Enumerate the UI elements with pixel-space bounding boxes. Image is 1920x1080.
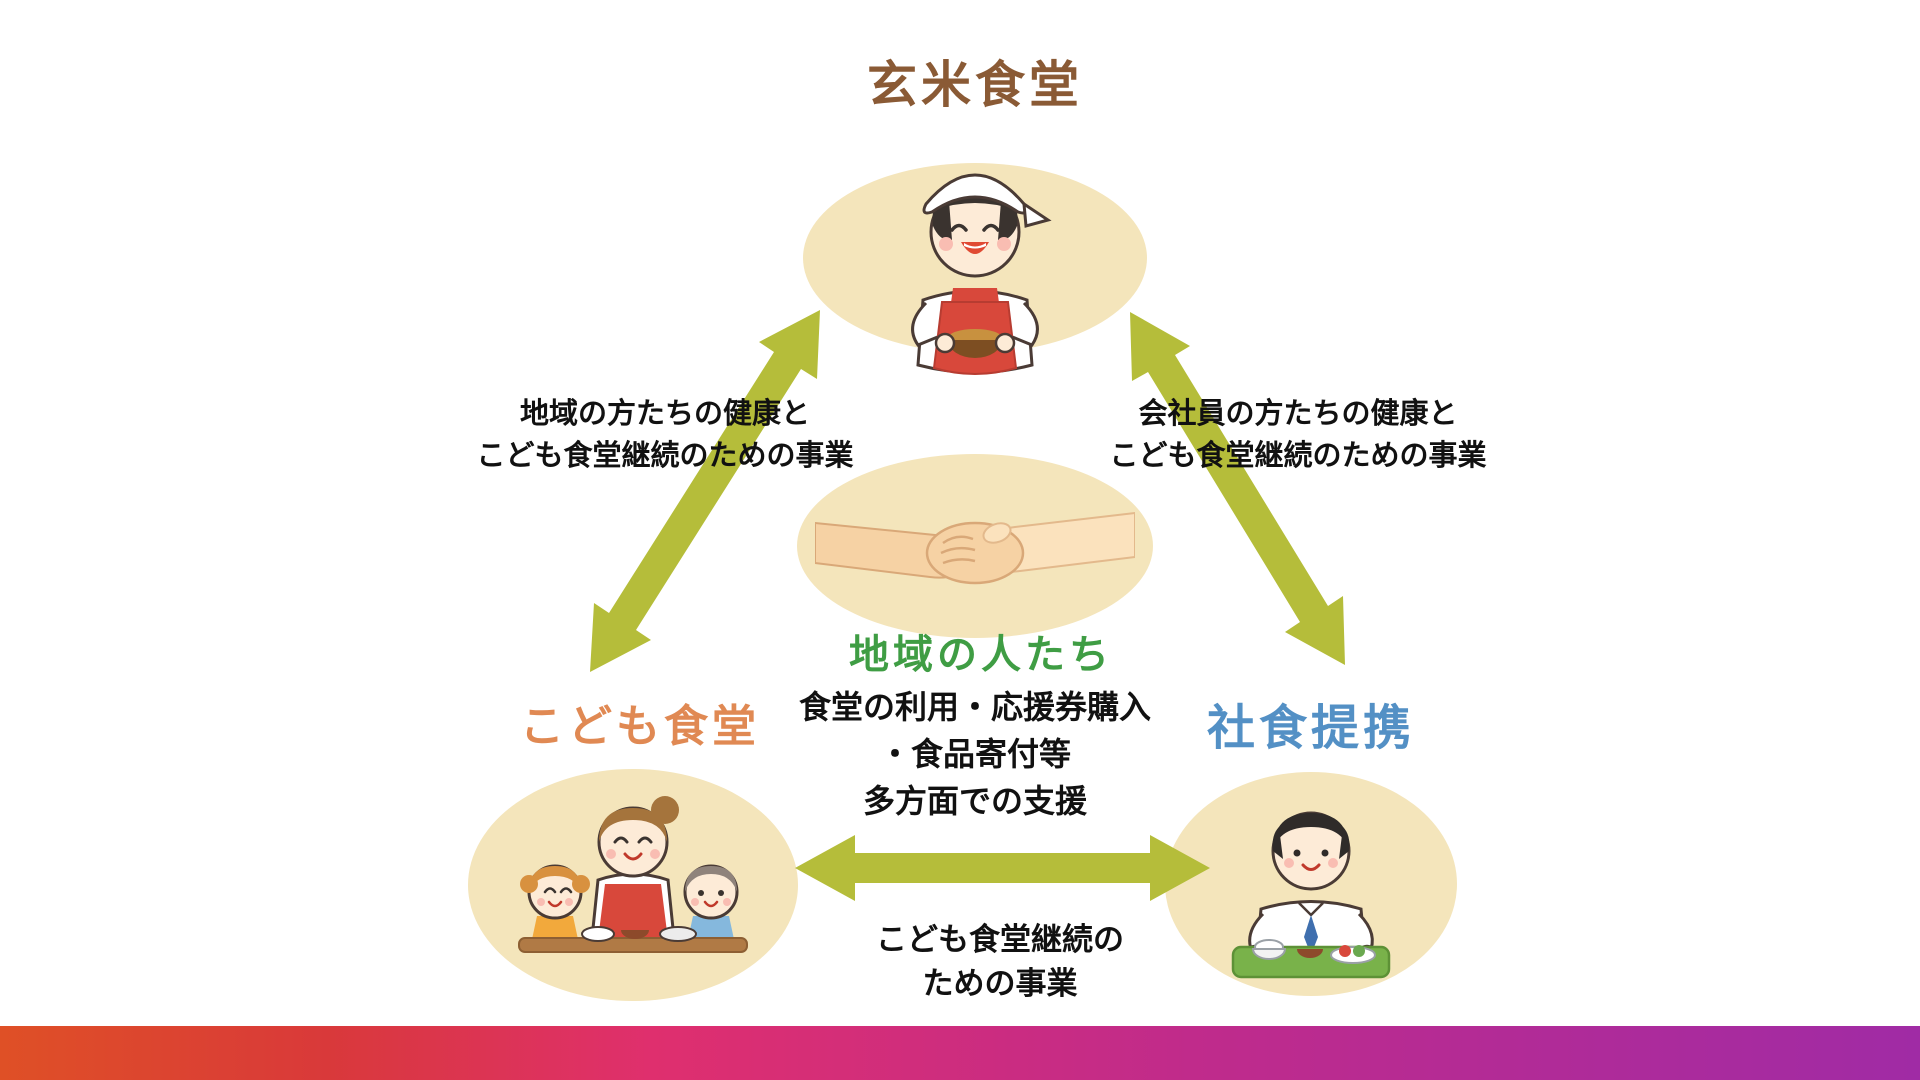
center-node-description: 食堂の利用・応援券購入 ・食品寄付等 多方面での支援 [799, 684, 1151, 825]
necktie [1304, 915, 1318, 955]
family-illustration [518, 796, 748, 953]
office-worker-illustration [1231, 811, 1391, 979]
arrow-genmai-kodomo [590, 310, 820, 672]
node-title-genmai: 玄米食堂 [867, 56, 1083, 114]
cook-illustration [911, 173, 1052, 375]
edge-label-line: 地域の方たちの健康と [519, 396, 811, 430]
node-title-kodomo: こども食堂 [520, 701, 760, 752]
arrow-genmai-shashoku [1130, 312, 1345, 665]
edge-label-line: こども食堂継続のための事業 [1109, 438, 1487, 472]
cook-head [922, 173, 1052, 278]
center-desc-line: 多方面での支援 [862, 782, 1088, 820]
arrow-kodomo-shashoku [795, 835, 1210, 901]
rice-bowl-icon [934, 329, 1016, 358]
node-title-chiiki: 地域の人たち [849, 632, 1113, 678]
lunch-tray [1231, 939, 1391, 979]
edge-label-line: ための事業 [922, 966, 1078, 1002]
mother-apron [597, 884, 669, 948]
handshake-icon [815, 511, 1135, 585]
footer-gradient-bar [0, 1026, 1920, 1080]
edge-label-line: こども食堂継続のための事業 [476, 438, 854, 472]
node-title-shashoku: 社食提携 [1206, 700, 1416, 756]
center-desc-line: ・食品寄付等 [878, 735, 1072, 773]
dining-table [518, 926, 748, 953]
edge-label-line: こども食堂継続の [876, 922, 1124, 958]
girl-figure [520, 864, 590, 944]
kerchief [922, 173, 1028, 215]
mother-figure [589, 796, 679, 950]
edge-label-bottom: こども食堂継続の ための事業 [876, 918, 1124, 1006]
hair-bun [651, 796, 679, 824]
center-desc-line: 食堂の利用・応援券購入 [798, 688, 1152, 726]
worker-head [1271, 811, 1351, 891]
edge-label-top-left: 地域の方たちの健康と こども食堂継続のための事業 [476, 392, 853, 476]
edge-label-top-right: 会社員の方たちの健康と こども食堂継続のための事業 [1109, 392, 1486, 476]
edge-label-line: 会社員の方たちの健康と [1138, 396, 1458, 430]
